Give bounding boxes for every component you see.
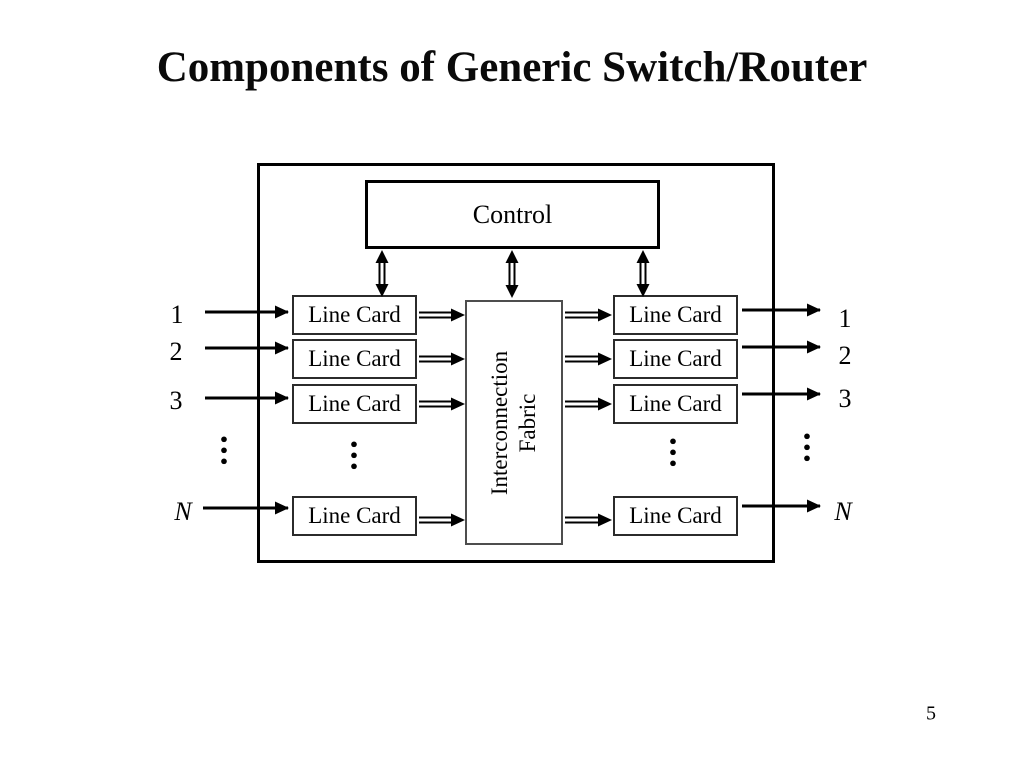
line-card-left-3: Line Card (292, 384, 417, 424)
control-box: Control (365, 180, 660, 249)
line-card-label: Line Card (308, 302, 401, 327)
vertical-ellipsis-right-column: • • • (667, 432, 679, 474)
line-card-label: Line Card (308, 503, 401, 528)
line-card-label: Line Card (308, 391, 401, 416)
fabric-label-line2: Fabric (515, 393, 540, 452)
line-card-right-3: Line Card (613, 384, 738, 424)
line-card-left-2: Line Card (292, 339, 417, 379)
fabric-label-line1: Interconnection (487, 350, 512, 495)
control-label: Control (472, 199, 553, 229)
vertical-ellipsis-right-outer: • • • (801, 427, 813, 469)
line-card-right-n: Line Card (613, 496, 738, 536)
line-card-left-1: Line Card (292, 295, 417, 335)
line-card-label: Line Card (629, 503, 722, 528)
interconnection-fabric-box: Interconnection Fabric (465, 300, 563, 545)
port-label-left-3: 3 (169, 386, 183, 415)
line-card-label: Line Card (629, 346, 722, 371)
vertical-ellipsis-left-column: • • • (348, 435, 360, 477)
port-label-left-n: N (174, 497, 192, 526)
router-chassis-box (257, 163, 775, 563)
line-card-right-2: Line Card (613, 339, 738, 379)
line-card-left-n: Line Card (292, 496, 417, 536)
line-card-label: Line Card (308, 346, 401, 371)
line-card-label: Line Card (629, 302, 722, 327)
page-number: 5 (926, 702, 936, 725)
vertical-ellipsis-left-outer: • • • (218, 430, 230, 472)
port-label-right-2: 2 (838, 341, 852, 370)
port-label-right-n: N (834, 497, 852, 526)
slide-title: Components of Generic Switch/Router (156, 44, 868, 91)
port-label-left-2: 2 (169, 337, 183, 366)
port-label-right-1: 1 (838, 304, 852, 333)
port-label-left-1: 1 (170, 300, 184, 329)
fabric-label: Interconnection Fabric (486, 300, 542, 545)
line-card-right-1: Line Card (613, 295, 738, 335)
port-label-right-3: 3 (838, 384, 852, 413)
line-card-label: Line Card (629, 391, 722, 416)
